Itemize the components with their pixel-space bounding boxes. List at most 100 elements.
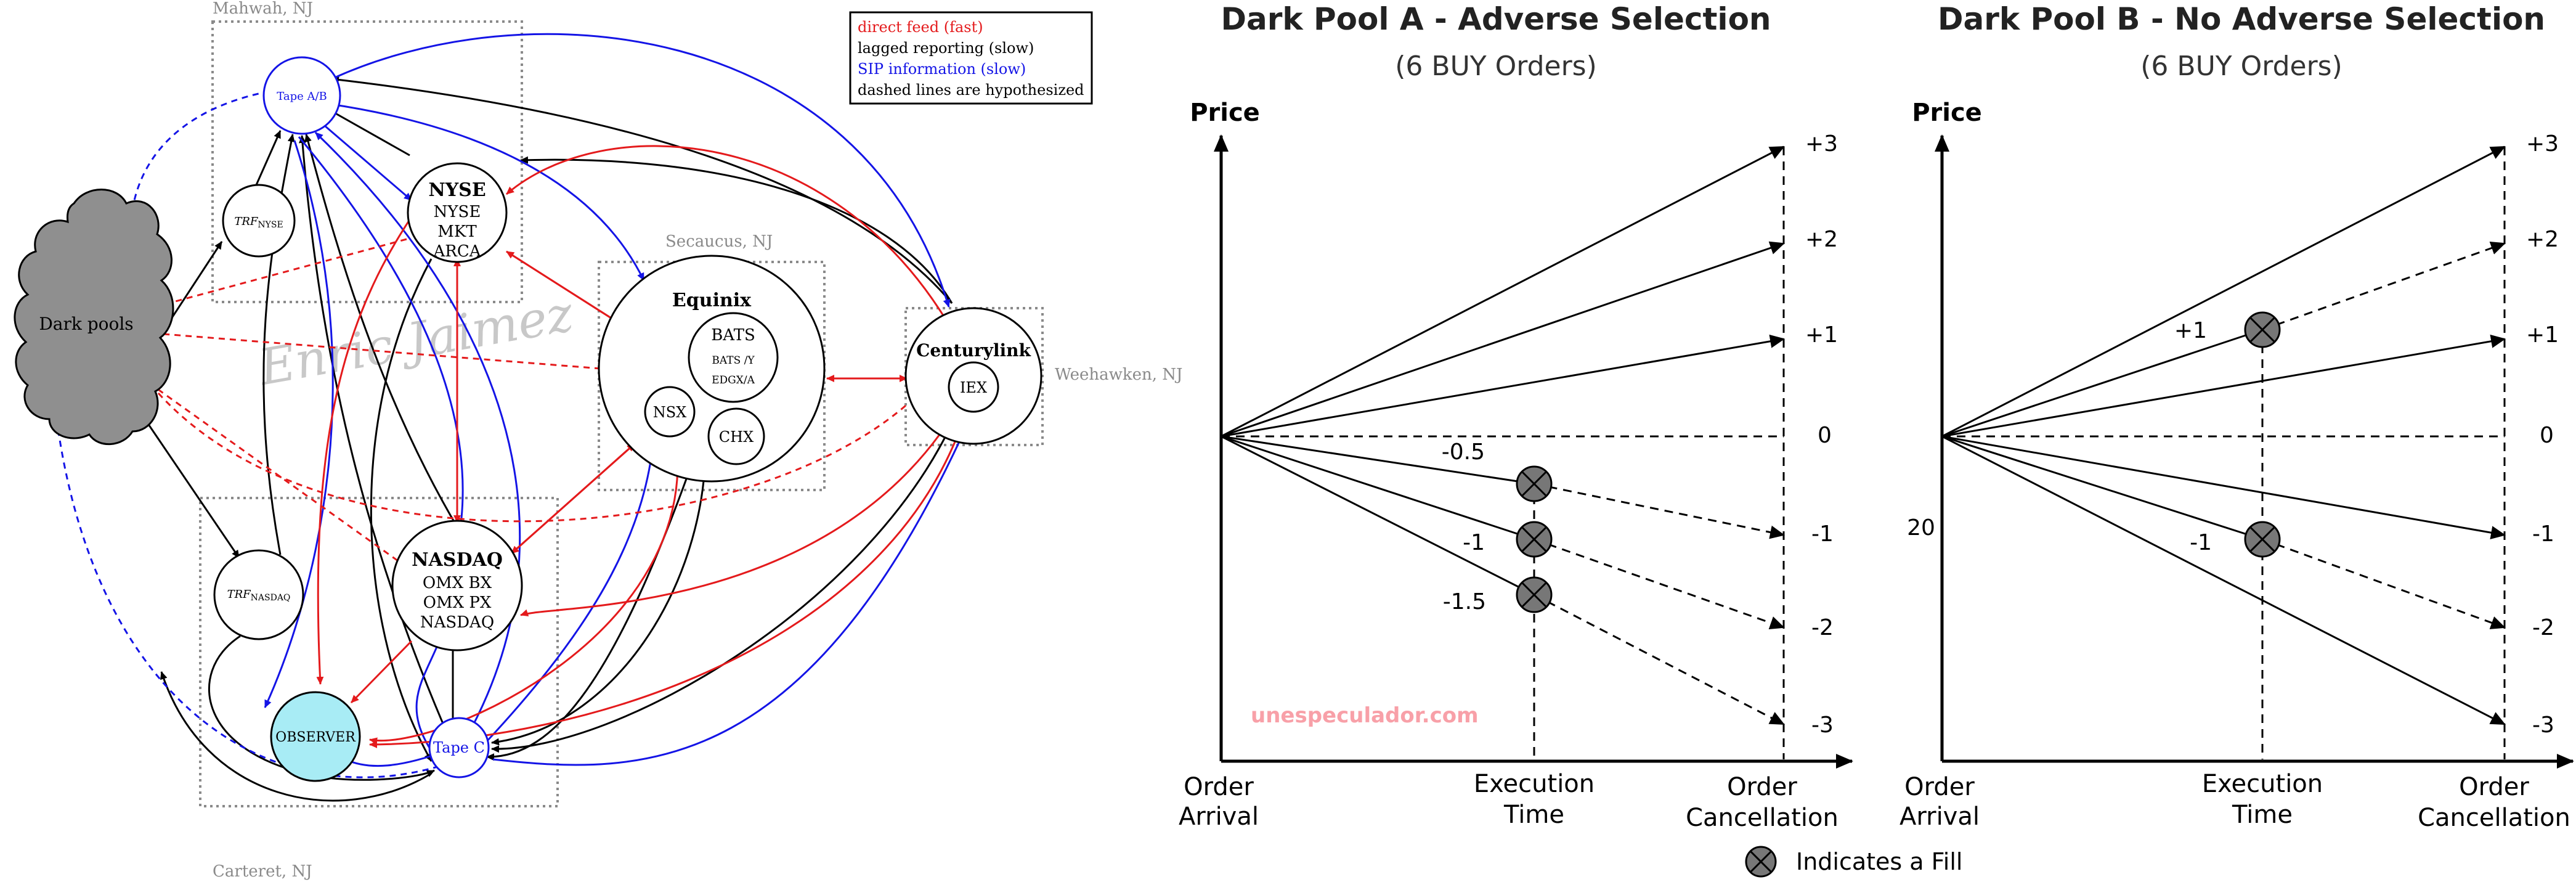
nasdaq-node: NASDAQ OMX BX OMX PX NASDAQ: [391, 520, 523, 651]
nyse-member-3: ARCA: [433, 242, 481, 261]
trf-nyse-node: TRFNYSE: [222, 184, 296, 258]
chx-label: CHX: [719, 428, 754, 446]
tick-label: -1: [2532, 521, 2554, 547]
x-label-execution-time: Execution: [1474, 770, 1595, 798]
tape-c-label: Tape C: [433, 739, 485, 756]
x-label-execution-time: Time: [2232, 801, 2293, 829]
trf-nyse-label: TRFNYSE: [234, 215, 283, 230]
tick-label: +1: [2526, 322, 2559, 348]
nasdaq-member-2: OMX PX: [423, 594, 492, 612]
panel-a-right-ticks: +3 +2 +1 0 -1 -2 -3: [1805, 131, 1838, 738]
bats-member-3: EDGX/A: [712, 374, 755, 386]
dark-pool-a-panel: Dark Pool A - Adverse Selection (6 BUY O…: [1179, 1, 1853, 832]
x-label-order-cancellation: Cancellation: [2418, 804, 2570, 832]
equinix-title: Equinix: [672, 290, 752, 311]
fill-marker-icon: [1516, 521, 1553, 558]
nasdaq-member-1: OMX BX: [423, 574, 492, 592]
trf-nasdaq-label: TRFNASDAQ: [227, 588, 291, 603]
observer-node: OBSERVER: [270, 691, 361, 782]
nyse-member-1: NYSE: [434, 203, 481, 221]
tick-label: +3: [2526, 131, 2559, 157]
x-label-execution-time: Time: [1503, 801, 1564, 829]
x-label-order-cancellation: Order: [2459, 773, 2529, 801]
iex-label: IEX: [960, 379, 987, 396]
panel-a-fill-markers: [1516, 465, 1553, 613]
x-label-order-arrival: Order: [1184, 773, 1254, 801]
panel-b-title: Dark Pool B - No Adverse Selection: [1938, 1, 2545, 37]
network-legend: direct feed (fast) lagged reporting (slo…: [849, 11, 1093, 105]
bats-member-2: BATS /Y: [712, 354, 755, 367]
equinix-node: Equinix BATS BATS /Y EDGX/A NSX CHX: [598, 255, 826, 483]
fill-legend-icon: [1745, 846, 1777, 878]
region-label-mahwah: Mahwah, NJ: [213, 0, 313, 18]
panel-b-order-paths: [1941, 145, 2506, 725]
legend-direct-feed: direct feed (fast): [858, 18, 983, 36]
x-label-order-arrival: Arrival: [1179, 802, 1259, 831]
market-network-diagram: Mahwah, NJ Secaucus, NJ Weehawken, NJ Ca…: [14, 0, 1182, 881]
panel-a-fill-label-3: -1.5: [1443, 589, 1486, 615]
x-label-execution-time: Execution: [2202, 770, 2323, 798]
panel-a-y-axis-label: Price: [1190, 99, 1260, 127]
tick-label: -3: [1811, 713, 1834, 738]
tick-label: 0: [2540, 423, 2554, 448]
hypothesized-edges: [52, 88, 906, 778]
panel-a-subtitle: (6 BUY Orders): [1395, 51, 1597, 82]
fill-marker-icon: [2244, 311, 2281, 348]
panel-b-right-ticks: +3 +2 +1 0 -1 -2 -3: [2526, 131, 2559, 738]
tape-ab-node: Tape A/B: [262, 56, 341, 135]
tick-label: +1: [1805, 322, 1838, 348]
nyse-title: NYSE: [428, 179, 486, 201]
site-watermark: unespeculador.com: [1251, 703, 1479, 728]
dark-pools-label: Dark pools: [39, 314, 133, 334]
nsx-label: NSX: [653, 404, 687, 421]
fill-legend: Indicates a Fill: [1745, 846, 1962, 878]
fill-marker-icon: [1516, 465, 1553, 502]
region-mahwah-box: [211, 20, 523, 303]
panel-a-title: Dark Pool A - Adverse Selection: [1221, 1, 1771, 37]
panel-a-x-labels: Order Arrival Execution Time Order Cance…: [1179, 770, 1839, 832]
bats-member-1: BATS: [711, 326, 755, 345]
panel-b-left-value: 20: [1907, 515, 1935, 541]
nasdaq-member-3: NASDAQ: [420, 613, 494, 632]
tick-label: -2: [2532, 615, 2554, 640]
panel-b-subtitle: (6 BUY Orders): [2140, 51, 2342, 82]
fill-legend-label: Indicates a Fill: [1796, 848, 1962, 875]
x-label-order-arrival: Arrival: [1899, 802, 1980, 831]
trf-nasdaq-node: TRFNASDAQ: [213, 549, 304, 640]
tick-label: -2: [1811, 615, 1834, 640]
sip-edges: [264, 33, 978, 767]
x-label-order-cancellation: Cancellation: [1686, 804, 1839, 832]
legend-sip-information: SIP information (slow): [858, 60, 1026, 78]
tape-ab-label: Tape A/B: [277, 90, 327, 103]
region-label-secaucus: Secaucus, NJ: [665, 232, 773, 251]
legend-lagged-reporting: lagged reporting (slow): [858, 39, 1034, 57]
panel-a-fill-label-1: -0.5: [1442, 439, 1485, 465]
centurylink-node: Centurylink IEX: [904, 307, 1042, 445]
tape-c-node: Tape C: [428, 717, 490, 778]
fill-marker-icon: [2244, 521, 2281, 558]
nasdaq-title: NASDAQ: [412, 549, 503, 571]
nyse-member-2: MKT: [437, 223, 477, 241]
tick-label: +2: [2526, 227, 2559, 252]
tick-label: -1: [1811, 521, 1834, 547]
tick-label: 0: [1818, 423, 1832, 448]
tick-label: +3: [1805, 131, 1838, 157]
nyse-node: NYSE NYSE MKT ARCA: [407, 162, 508, 263]
x-label-order-arrival: Order: [1904, 773, 1975, 801]
panel-b-fill-label-1: +1: [2174, 318, 2207, 343]
fill-marker-icon: [1516, 576, 1553, 613]
dark-pool-b-panel: Dark Pool B - No Adverse Selection (6 BU…: [1899, 1, 2574, 832]
panel-a-order-paths: [1221, 145, 1785, 725]
panel-b-y-axis-label: Price: [1912, 99, 1982, 127]
panel-b-fill-label-2: -1: [2190, 530, 2212, 555]
region-carteret-box: [199, 497, 559, 807]
panel-b-fill-markers: [2244, 311, 2281, 558]
region-label-carteret: Carteret, NJ: [213, 862, 312, 881]
tick-label: -3: [2532, 713, 2554, 738]
dark-pools-cloud: Dark pools: [14, 189, 174, 445]
legend-dashed-lines: dashed lines are hypothesized: [858, 81, 1084, 99]
observer-label: OBSERVER: [275, 730, 356, 745]
x-label-order-cancellation: Order: [1727, 773, 1797, 801]
panel-a-fill-label-2: -1: [1463, 530, 1485, 555]
